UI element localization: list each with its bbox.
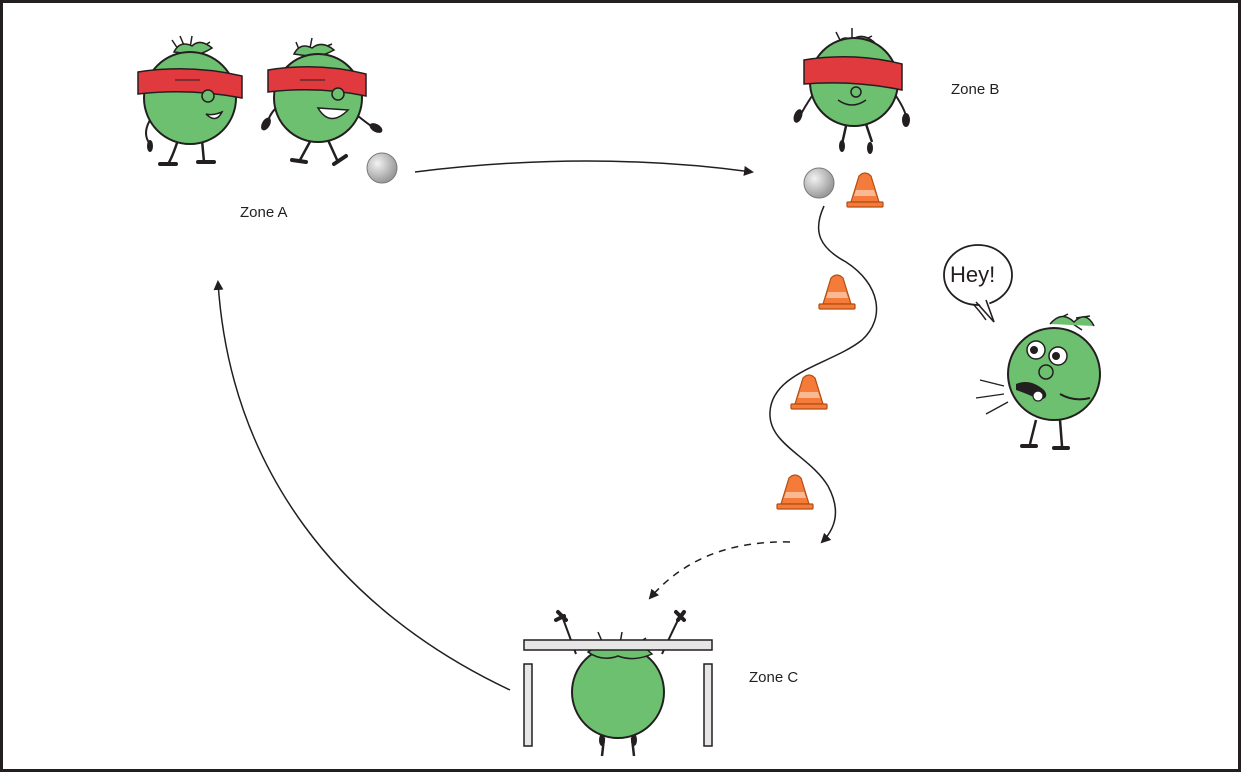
goalkeeper [523,610,713,757]
arrow-c-to-a [213,280,511,691]
blindfolded-player-a2 [261,37,383,166]
goal-post-left [523,663,533,747]
goal-crossbar [523,639,713,651]
cone [790,374,828,410]
zone-a-label: Zone A [240,204,288,221]
ball-zone-b [803,167,835,199]
dribble-path [769,205,878,544]
blindfolded-player-b [793,28,910,154]
coach-with-whistle [943,244,1101,450]
cone [846,172,884,208]
cone [776,474,814,510]
blindfolded-player-a1 [137,35,243,166]
speech-bubble-text: Hey! [950,262,996,287]
zone-b-label: Zone B [951,81,1000,98]
shot-arrow [648,541,791,600]
ball-zone-a [366,152,398,184]
cone [818,274,856,310]
zone-c-label: Zone C [749,669,799,686]
goal-post-right [703,663,713,747]
arrow-a-to-b [414,160,754,176]
